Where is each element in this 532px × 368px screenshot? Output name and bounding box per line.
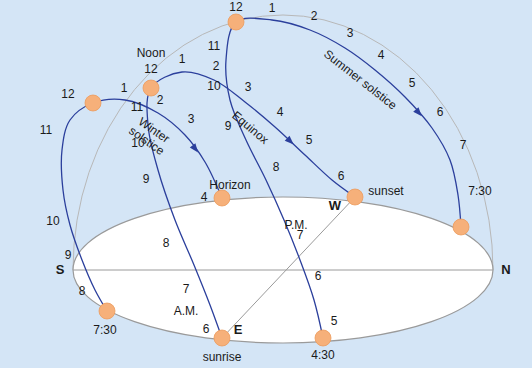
hour-label: P.M. bbox=[284, 219, 307, 232]
sun-dot bbox=[85, 95, 101, 111]
hour-label: 11 bbox=[40, 124, 52, 137]
hour-label: 7:30 bbox=[93, 324, 116, 337]
east-west-line bbox=[222, 197, 355, 338]
hour-label: 1 bbox=[269, 2, 276, 15]
hour-label: 4 bbox=[201, 191, 208, 204]
compass-label: W bbox=[329, 199, 341, 213]
hour-label: A.M. bbox=[174, 305, 199, 318]
hour-label: 12 bbox=[229, 1, 242, 14]
sun-dot bbox=[315, 330, 331, 346]
sun-dot bbox=[143, 80, 159, 96]
path-arrowhead bbox=[413, 107, 422, 116]
sun-dot bbox=[228, 14, 244, 30]
hour-label: sunrise bbox=[203, 351, 242, 364]
sun-path-arc bbox=[226, 18, 461, 338]
hour-label: 6 bbox=[203, 323, 210, 336]
compass-label: N bbox=[501, 263, 510, 277]
hour-label: 12 bbox=[144, 63, 157, 76]
hour-label: 10 bbox=[207, 80, 220, 93]
sun-dot bbox=[214, 330, 230, 346]
hour-label: 4:30 bbox=[311, 349, 334, 362]
sun-dot bbox=[347, 189, 363, 205]
hour-label: 5 bbox=[331, 315, 338, 328]
hour-label: 11 bbox=[208, 40, 220, 53]
hour-label: 5 bbox=[306, 134, 313, 147]
hour-label: 8 bbox=[163, 237, 170, 250]
sun-path-arc bbox=[147, 72, 355, 338]
hour-label: 10 bbox=[46, 215, 59, 228]
hour-label: Horizon bbox=[209, 179, 250, 192]
path-arrowhead bbox=[285, 136, 294, 145]
compass-label: E bbox=[234, 323, 243, 337]
hour-label: 11 bbox=[131, 101, 143, 114]
sun-positions bbox=[85, 14, 469, 346]
hour-label: 7:30 bbox=[468, 185, 491, 198]
south-north-line bbox=[73, 270, 493, 271]
hour-label: 7 bbox=[183, 283, 190, 296]
hour-label: 9 bbox=[65, 249, 72, 262]
hour-label: 8 bbox=[79, 285, 86, 298]
hour-label: 4 bbox=[378, 49, 385, 62]
hour-label: 6 bbox=[338, 170, 345, 183]
hour-label: 2 bbox=[213, 60, 220, 73]
sun-dot bbox=[453, 219, 469, 235]
hour-label: 9 bbox=[225, 120, 232, 133]
path-arrowhead bbox=[190, 143, 198, 152]
sun-dot bbox=[99, 303, 115, 319]
hour-label: 6 bbox=[437, 106, 444, 119]
compass-label: S bbox=[56, 263, 65, 277]
hour-label: 6 bbox=[315, 270, 322, 283]
hour-label: 12 bbox=[61, 88, 74, 101]
sun-path-arc bbox=[61, 99, 222, 311]
hour-label: 1 bbox=[179, 53, 186, 66]
hour-label: 3 bbox=[245, 81, 252, 94]
hour-label: 2 bbox=[311, 10, 318, 23]
hour-label: 3 bbox=[347, 27, 354, 40]
sun-paths bbox=[61, 18, 461, 338]
hour-label: 4 bbox=[277, 106, 284, 119]
hour-label: Noon bbox=[137, 47, 166, 60]
hour-label: 2 bbox=[157, 94, 164, 107]
hour-label: 8 bbox=[273, 161, 280, 174]
hour-label: 5 bbox=[409, 77, 416, 90]
hour-label: 3 bbox=[188, 113, 195, 126]
hour-label: 1 bbox=[121, 82, 128, 95]
hour-label: 7 bbox=[460, 139, 467, 152]
hour-label: sunset bbox=[368, 185, 403, 198]
hour-label: 9 bbox=[143, 173, 150, 186]
